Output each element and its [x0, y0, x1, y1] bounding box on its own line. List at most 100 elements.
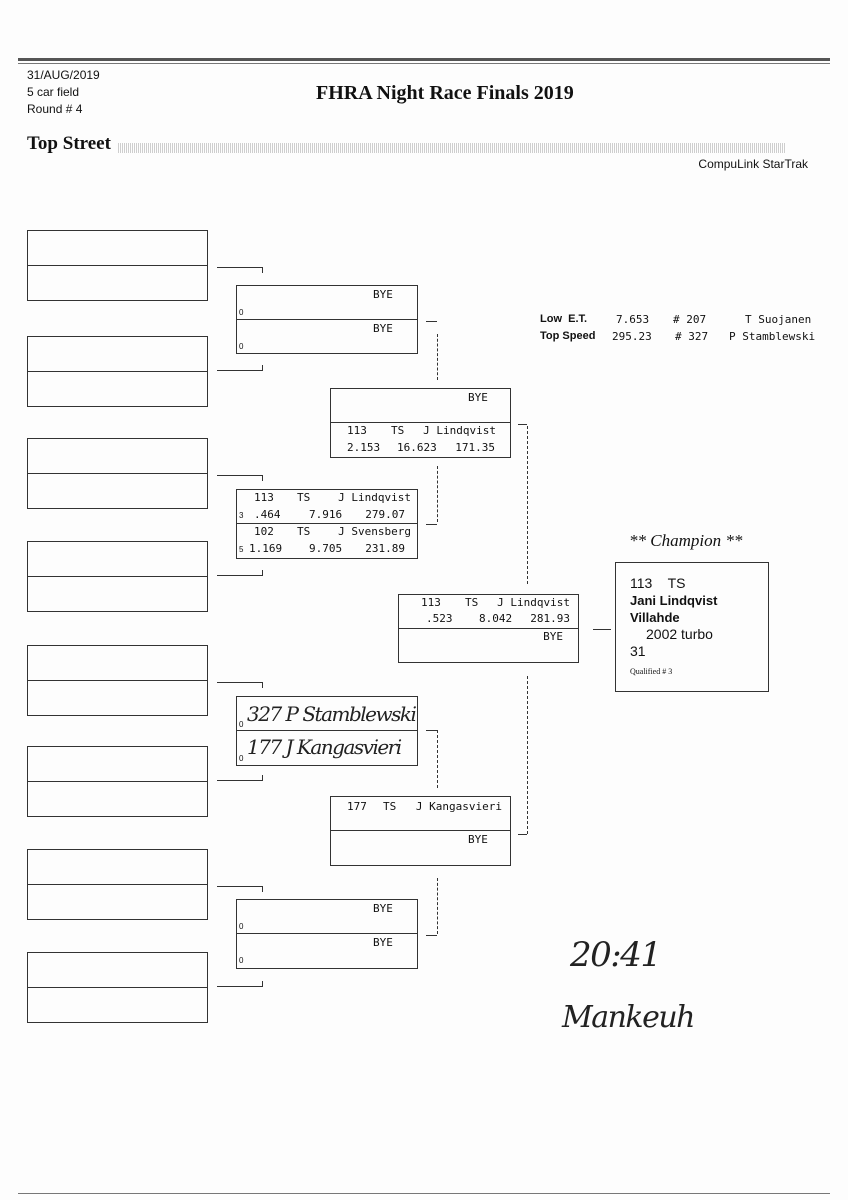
seed: 0 — [239, 956, 244, 965]
class: TS — [465, 596, 479, 609]
connector — [217, 570, 263, 576]
round2-match-4: BYE 0 BYE 0 — [236, 899, 418, 969]
seed: 0 — [239, 754, 244, 763]
handwritten-signature: Mankeuh — [562, 1000, 696, 1035]
elapsed-time: 9.705 — [309, 542, 343, 555]
car-number: 113 — [347, 424, 367, 437]
connector — [217, 981, 263, 987]
top-speed-driver: P Stamblewski — [729, 330, 816, 343]
reaction-time: .523 — [426, 612, 453, 625]
connector — [527, 676, 528, 834]
lane-top — [28, 646, 207, 681]
reaction-time: 1.169 — [249, 542, 283, 555]
connector — [217, 775, 263, 781]
low-et-value: 7.653 — [616, 313, 650, 326]
bye-label: BYE — [373, 936, 393, 949]
seed: 0 — [239, 720, 244, 729]
speed: 279.07 — [365, 508, 405, 521]
bottom-rule — [18, 1193, 830, 1194]
champion-box: 113 TS Jani Lindqvist Villahde 2002 turb… — [615, 562, 769, 692]
system-name: CompuLink StarTrak — [698, 157, 808, 171]
driver: J Svensberg — [338, 525, 411, 538]
champion-heading: ** Champion ** — [629, 531, 743, 550]
connector — [437, 878, 438, 934]
lane-top — [28, 439, 207, 474]
handwritten-entry: 327 P Stamblewski — [247, 702, 417, 726]
connector — [426, 935, 437, 936]
seed: 0 — [239, 308, 244, 317]
car-number: 102 — [254, 525, 274, 538]
reaction-time: 2.153 — [347, 441, 381, 454]
reaction-time: .464 — [254, 508, 281, 521]
driver: J Kangasvieri — [415, 800, 502, 813]
race-date: 31/AUG/2019 — [27, 68, 100, 82]
connector — [426, 524, 437, 525]
speed: 171.35 — [455, 441, 495, 454]
lane-top — [28, 747, 207, 782]
low-et-label: Low E.T. — [540, 313, 588, 325]
driver: J Lindqvist — [338, 491, 411, 504]
lane-bottom — [28, 266, 207, 301]
lane-bottom: BYE 0 — [237, 320, 417, 354]
bye-label: BYE — [468, 833, 488, 846]
connector — [593, 629, 611, 630]
seed: 0 — [239, 341, 244, 351]
elapsed-time: 8.042 — [479, 612, 513, 625]
lane-top — [28, 542, 207, 577]
round2-match-1: BYE 0 BYE 0 — [236, 285, 418, 354]
elapsed-time: 7.916 — [309, 508, 343, 521]
round1-match-empty — [27, 336, 208, 407]
lane-top: BYE 0 — [237, 286, 417, 320]
section-title: Top Street — [27, 133, 111, 154]
car-number: 113 — [254, 491, 274, 504]
lane-bottom — [28, 782, 207, 817]
connector — [437, 730, 438, 788]
connector — [217, 475, 263, 481]
bye-label: BYE — [373, 902, 393, 915]
connector — [437, 334, 438, 380]
round1-match-empty — [27, 849, 208, 920]
low-et-car: # 207 — [673, 313, 707, 326]
round1-match-empty — [27, 746, 208, 817]
champion-number: 31 — [630, 643, 646, 659]
round1-match-empty — [27, 230, 208, 301]
connector — [217, 682, 263, 688]
champion-town: Villahde — [630, 610, 680, 625]
lane-bottom — [28, 577, 207, 612]
class: TS — [297, 525, 311, 538]
top-rule-thin — [18, 63, 830, 64]
bye-label: BYE — [373, 321, 393, 335]
car-number: 113 — [421, 596, 441, 609]
lane-bottom — [28, 885, 207, 920]
round1-match-empty — [27, 438, 208, 509]
bye-label: BYE — [373, 288, 393, 301]
top-speed-value: 295.23 — [612, 330, 652, 343]
speed: 281.93 — [530, 612, 570, 625]
car-number: 177 — [347, 800, 367, 813]
lane-top — [28, 850, 207, 885]
round1-match-empty — [27, 541, 208, 612]
connector — [437, 466, 438, 522]
section-divider — [118, 143, 786, 153]
round-number: Round # 4 — [27, 102, 83, 116]
seed: 0 — [239, 922, 244, 931]
champion-name: Jani Lindqvist — [630, 593, 718, 608]
lane-top — [28, 337, 207, 372]
handwritten-time: 20:41 — [570, 935, 662, 975]
champion-car-class: 113 TS — [630, 575, 686, 591]
low-et-driver: T Suojanen — [745, 313, 812, 326]
final-match: 113 TS J Lindqvist .523 8.042 281.93 BYE — [398, 594, 579, 663]
bye-label: BYE — [543, 629, 563, 643]
seed: 3 — [239, 511, 244, 520]
elapsed-time: 16.623 — [397, 441, 437, 454]
connector — [217, 267, 263, 273]
handwritten-entry: 177 J Kangasvieri — [247, 735, 402, 759]
driver: J Lindqvist — [497, 596, 570, 609]
